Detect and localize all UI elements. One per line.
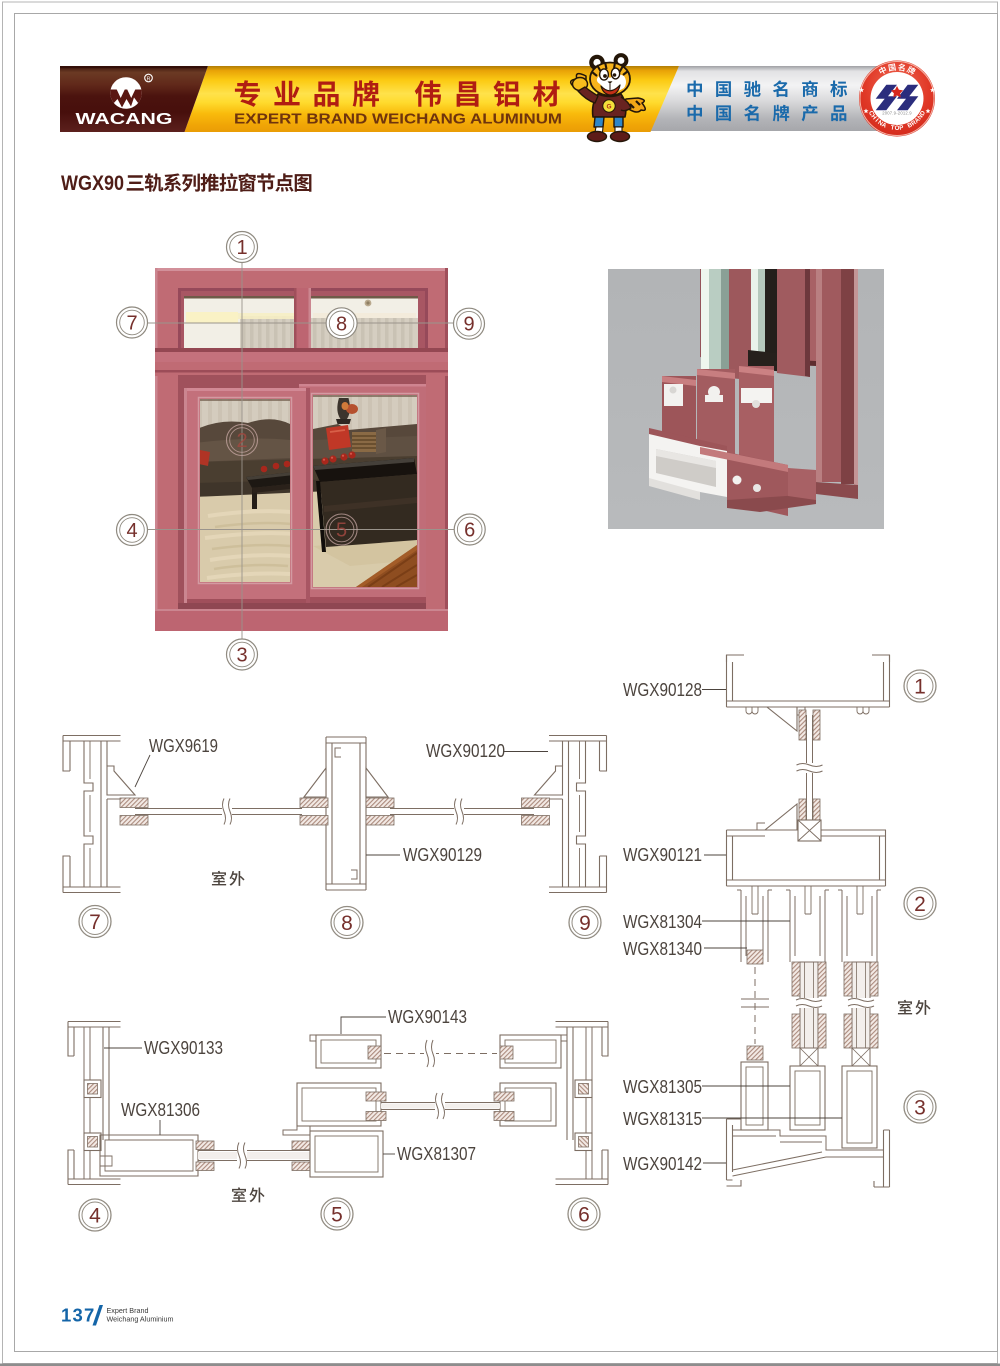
svg-text:R: R (147, 76, 151, 82)
svg-text:G: G (606, 104, 611, 111)
svg-text:I: I (874, 117, 880, 123)
svg-text:WGX81307: WGX81307 (397, 1144, 476, 1164)
svg-text:D: D (919, 109, 928, 117)
svg-text:R: R (910, 119, 918, 128)
svg-text:1: 1 (914, 676, 926, 699)
svg-text:8: 8 (341, 912, 353, 935)
svg-text:3: 3 (914, 1097, 926, 1120)
svg-text:WGX81315: WGX81315 (623, 1109, 702, 1129)
svg-text:H: H (869, 113, 878, 121)
svg-text:7: 7 (89, 911, 101, 934)
svg-text:WGX81340: WGX81340 (623, 939, 702, 959)
svg-text:137: 137 (61, 1305, 95, 1326)
svg-text:6: 6 (578, 1204, 590, 1227)
svg-text:A: A (880, 121, 888, 129)
svg-text:WGX81304: WGX81304 (623, 912, 702, 932)
svg-text:WGX90129: WGX90129 (403, 845, 482, 865)
svg-text:7: 7 (126, 313, 137, 335)
svg-text:WGX81306: WGX81306 (121, 1100, 200, 1120)
svg-text:1: 1 (236, 237, 247, 259)
svg-text:P: P (899, 124, 904, 132)
svg-text:4: 4 (89, 1205, 101, 1228)
svg-text:WGX90143: WGX90143 (388, 1007, 467, 1027)
svg-text:WGX90142: WGX90142 (623, 1154, 702, 1174)
svg-text:WGX90133: WGX90133 (144, 1038, 223, 1058)
svg-text:A: A (913, 116, 921, 125)
svg-text:EXPERT BRAND WEICHANG ALUMINUM: EXPERT BRAND WEICHANG ALUMINUM (234, 111, 562, 127)
svg-text:N: N (916, 113, 925, 121)
svg-text:Weichang Aluminium: Weichang Aluminium (107, 1315, 174, 1324)
svg-text:3: 3 (236, 645, 247, 667)
svg-text:5: 5 (336, 520, 347, 542)
svg-text:WGX90: WGX90 (61, 172, 124, 195)
svg-text:WACANG: WACANG (76, 111, 173, 128)
svg-text:2: 2 (236, 430, 247, 452)
svg-text:9: 9 (463, 314, 474, 336)
svg-text:O: O (895, 125, 900, 132)
svg-text:B: B (907, 121, 915, 129)
svg-text:WGX9619: WGX9619 (149, 736, 218, 756)
svg-text:WGX90128: WGX90128 (623, 680, 702, 700)
svg-text:C: C (867, 110, 876, 118)
svg-text:Expert Brand: Expert Brand (107, 1306, 149, 1315)
svg-text:N: N (876, 119, 884, 128)
svg-text:6: 6 (464, 520, 475, 542)
svg-text:WGX81305: WGX81305 (623, 1077, 702, 1097)
svg-text:WGX90120: WGX90120 (426, 741, 505, 761)
svg-text:2007.9-2012.9: 2007.9-2012.9 (882, 111, 912, 116)
svg-text:T: T (890, 124, 895, 132)
svg-text:4: 4 (126, 520, 137, 542)
svg-text:9: 9 (579, 912, 591, 935)
svg-text:5: 5 (331, 1204, 343, 1227)
svg-text:WGX90121: WGX90121 (623, 845, 702, 865)
svg-text:2: 2 (914, 893, 926, 916)
svg-text:8: 8 (336, 313, 347, 335)
